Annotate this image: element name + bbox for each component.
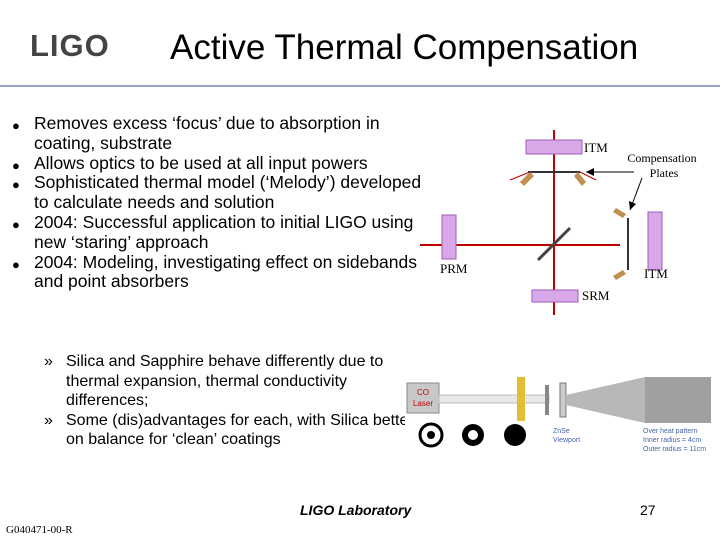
target-screen bbox=[645, 377, 711, 423]
itm-right-label: ITM bbox=[644, 266, 668, 281]
projector-lower-icon bbox=[613, 270, 626, 280]
sub-bullet-text: Some (dis)advantages for each, with Sili… bbox=[66, 411, 414, 449]
compensation-label-2: Plates bbox=[650, 166, 679, 180]
sub-bullet-text: Silica and Sapphire behave differently d… bbox=[66, 353, 384, 409]
bullet-list: ● Removes excess ‘focus’ due to absorptio… bbox=[12, 113, 422, 293]
interferometer-diagram: ITM Compensation Plates PRM ITM SRM bbox=[420, 130, 697, 315]
page-number: 27 bbox=[640, 502, 656, 518]
pattern-disk-icon bbox=[504, 424, 526, 446]
sub-bullet-list: » Silica and Sapphire behave differently … bbox=[44, 352, 414, 450]
sub-bullet-marker: » bbox=[44, 353, 53, 370]
bullet-text: 2004: Modeling, investigating effect on … bbox=[34, 251, 418, 292]
title-divider bbox=[0, 85, 720, 87]
bullet-item: ● Allows optics to be used at all input p… bbox=[12, 152, 422, 174]
srm-mirror bbox=[531, 289, 579, 303]
projector-left-icon bbox=[520, 172, 534, 186]
itm-right-mirror bbox=[647, 211, 663, 271]
sub-bullet-marker: » bbox=[44, 411, 53, 429]
mask-optic bbox=[545, 385, 549, 415]
projector-upper-icon bbox=[613, 208, 626, 218]
itm-top-mirror bbox=[525, 139, 583, 155]
bullet-item: ● 2004: Modeling, investigating effect on… bbox=[12, 251, 422, 293]
ligo-logo: LIGO bbox=[30, 28, 110, 63]
prm-label: PRM bbox=[440, 261, 468, 276]
beamsplitter bbox=[536, 226, 572, 262]
bullet-dot-icon: ● bbox=[12, 118, 20, 133]
sub-bullet-item: » Silica and Sapphire behave differently … bbox=[44, 352, 414, 411]
bullet-text: 2004: Successful application to initial … bbox=[34, 211, 414, 252]
projector-right-icon bbox=[574, 172, 586, 186]
sub-bullet-item: » Some (dis)advantages for each, with Sil… bbox=[44, 411, 414, 450]
mask-optic-2 bbox=[559, 382, 567, 418]
bullet-item: ● 2004: Successful application to initial… bbox=[12, 211, 422, 253]
profile-label-1: Over heat pattern bbox=[643, 428, 698, 435]
window-label-1: ZnSe bbox=[553, 428, 570, 435]
itm-top-label: ITM bbox=[584, 140, 608, 155]
window-label-2: Viewport bbox=[553, 437, 580, 444]
bullet-text: Removes excess ‘focus’ due to absorption… bbox=[34, 113, 380, 153]
srm-label: SRM bbox=[582, 288, 610, 303]
bullet-dot-icon: ● bbox=[12, 177, 20, 193]
profile-label-2: Inner radius = 4cm bbox=[643, 437, 701, 444]
slide-title: Active Thermal Compensation bbox=[170, 28, 639, 67]
compensation-label-1: Compensation bbox=[627, 151, 696, 165]
bullet-item: ● Removes excess ‘focus’ due to absorptio… bbox=[12, 113, 422, 154]
bullet-dot-icon: ● bbox=[12, 216, 20, 232]
prm-mirror bbox=[441, 214, 457, 260]
laser-label-1: CO bbox=[417, 388, 429, 397]
bullet-dot-icon: ● bbox=[12, 157, 20, 173]
footer-lab-name: LIGO Laboratory bbox=[300, 502, 412, 518]
laser-box bbox=[406, 382, 440, 414]
profile-label-3: Outer radius = 11cm bbox=[643, 446, 706, 453]
bullet-text: Sophisticated thermal model (‘Melody’) d… bbox=[34, 172, 422, 213]
co2-projection-photo: CO Laser ZnSe Viewport Over heat pattern… bbox=[405, 375, 715, 473]
document-id: G040471-00-R bbox=[6, 524, 73, 536]
bullet-text: Allows optics to be used at all input po… bbox=[34, 152, 368, 173]
beam-cone bbox=[566, 377, 645, 423]
lens-optic bbox=[517, 377, 525, 421]
bullet-dot-icon: ● bbox=[12, 256, 20, 272]
bullet-item: ● Sophisticated thermal model (‘Melody’) … bbox=[12, 173, 422, 213]
laser-label-2: Laser bbox=[413, 399, 433, 408]
